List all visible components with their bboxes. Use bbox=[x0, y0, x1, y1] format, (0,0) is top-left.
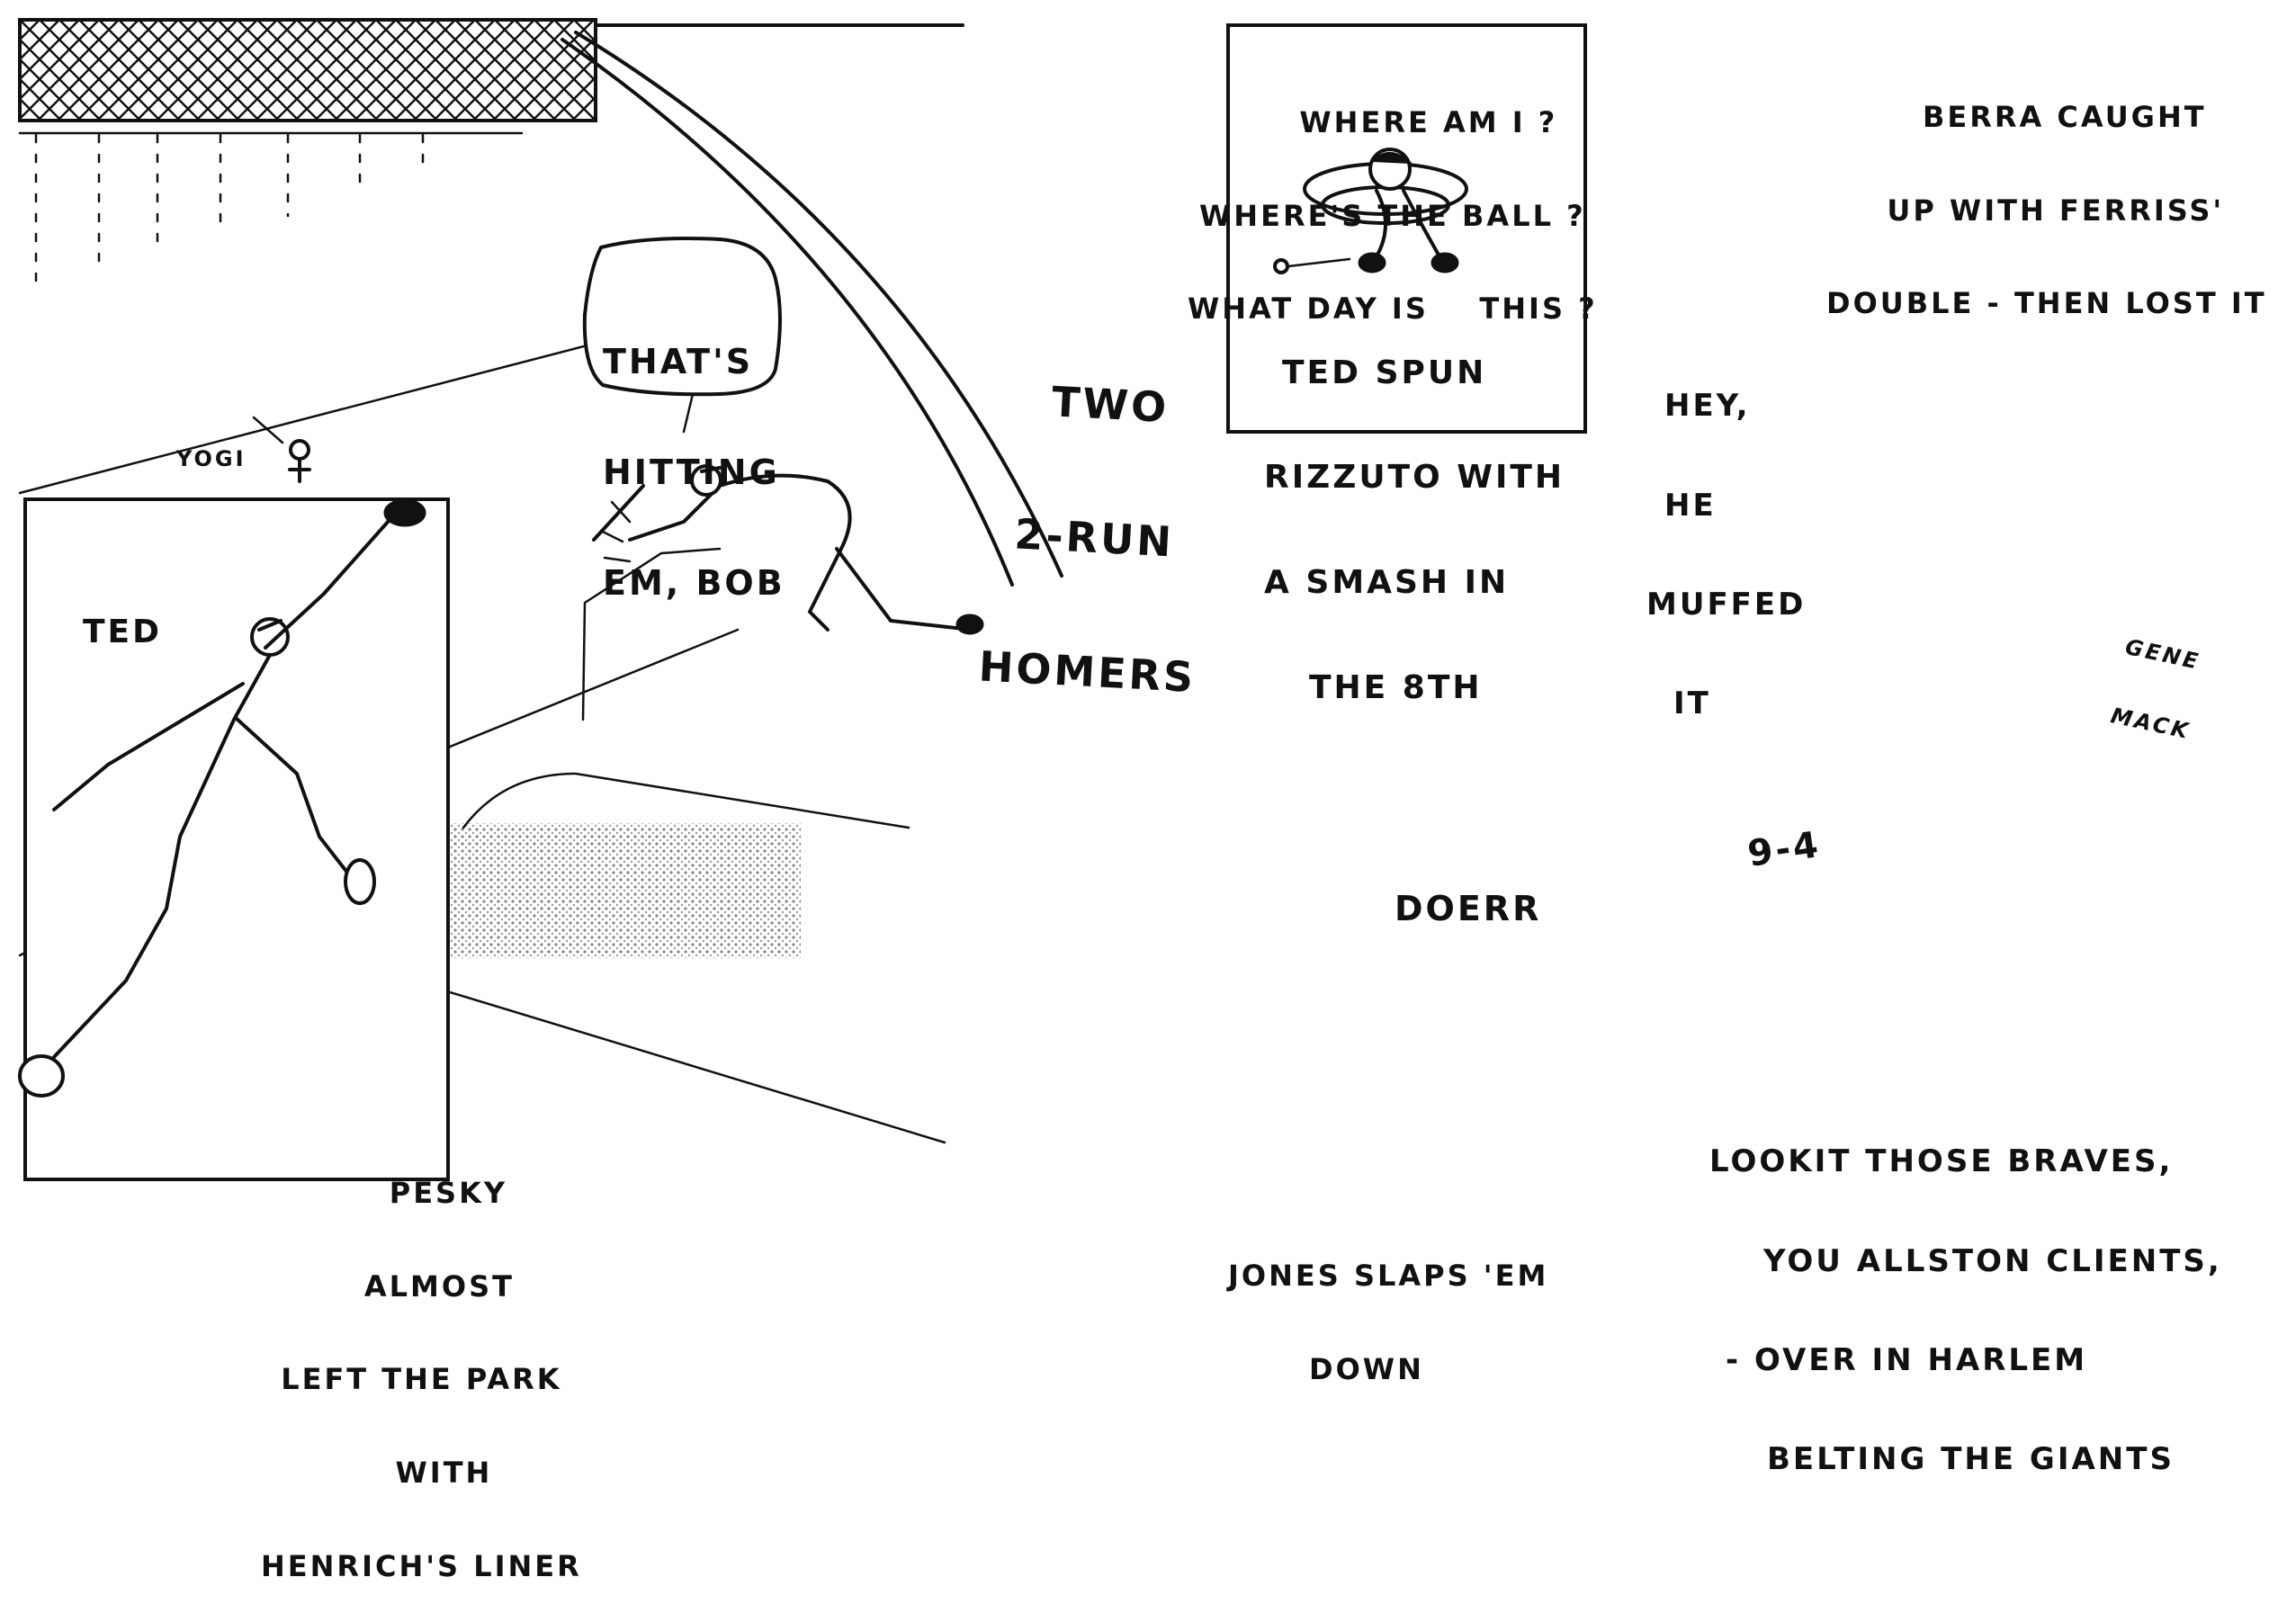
outfield-fence bbox=[18, 18, 964, 290]
braves-caption: LOOKIT THOSE BRAVES, YOU ALLSTON CLIENTS… bbox=[1709, 1143, 2222, 1477]
cartoon-drawing bbox=[18, 18, 1587, 1181]
berra-caption: BERRA CAUGHT UP WITH FERRISS' DOUBLE - T… bbox=[1826, 100, 2267, 321]
ted-wall-panel bbox=[18, 497, 450, 1181]
cartoon-panel bbox=[18, 18, 1587, 1181]
ted-label: TED bbox=[83, 613, 163, 650]
yogi-label: YOGI bbox=[176, 445, 247, 471]
yogi-figure bbox=[252, 416, 311, 483]
bubble-bob-text: THAT'S HITTING EM, BOB bbox=[603, 342, 785, 604]
home-run-arc bbox=[561, 31, 1063, 587]
bubble-bob bbox=[582, 237, 782, 434]
crawling-fielder bbox=[592, 464, 984, 635]
where-am-i-text: WHERE AM I ? WHERE'S THE BALL ? WHAT DAY… bbox=[1188, 105, 1598, 327]
pesky-caption: PESKY ALMOST LEFT THE PARK WITH HENRICH'… bbox=[261, 1176, 582, 1583]
rizzuto-panel bbox=[1226, 23, 1587, 434]
rizzuto-caption: TED SPUN RIZZUTO WITH A SMASH IN THE 8TH bbox=[1264, 354, 1565, 706]
bubble-muffed-text: HEY, HE MUFFED IT bbox=[1646, 388, 1807, 721]
doerr-label: DOERR bbox=[1395, 889, 1542, 929]
jones-caption: JONES SLAPS 'EM DOWN bbox=[1228, 1259, 1549, 1386]
two-run-homers: TWO 2-RUN HOMERS bbox=[977, 377, 1197, 703]
spinning-rizzuto bbox=[1273, 148, 1468, 274]
